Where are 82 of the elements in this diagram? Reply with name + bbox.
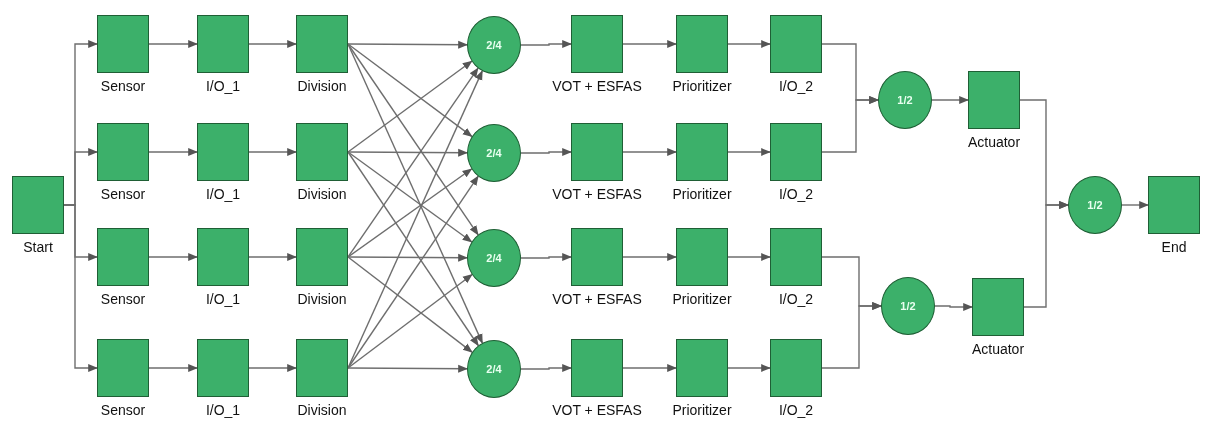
vote-label: 1/2 xyxy=(900,300,916,312)
arrow xyxy=(347,151,473,243)
vote-circle xyxy=(878,71,932,129)
box-label: Actuator xyxy=(967,134,1021,150)
box-label: Division xyxy=(297,186,347,202)
arrow xyxy=(347,40,468,49)
box-label: I/O_1 xyxy=(205,291,241,307)
arrow xyxy=(347,148,468,157)
arrow xyxy=(622,40,677,48)
arrow xyxy=(148,40,198,48)
vote-circle xyxy=(467,16,521,74)
box-label: I/O_2 xyxy=(778,186,814,202)
vote-circle xyxy=(1068,176,1122,234)
box-label: Division xyxy=(297,291,347,307)
box-label: Sensor xyxy=(100,402,146,418)
arrow xyxy=(248,148,297,156)
arrow xyxy=(347,151,479,347)
arrow xyxy=(727,40,771,48)
box-label: Start xyxy=(23,239,53,255)
arrow xyxy=(520,253,572,261)
vote-circle xyxy=(467,124,521,182)
arrow xyxy=(934,303,973,311)
arrow xyxy=(347,274,473,369)
arrow xyxy=(347,364,468,373)
box-label: I/O_1 xyxy=(205,78,241,94)
box-label: I/O_2 xyxy=(778,402,814,418)
box-label: Sensor xyxy=(100,291,146,307)
arrow xyxy=(622,253,677,261)
arrow xyxy=(622,364,677,372)
box-label: VOT + ESFAS xyxy=(552,78,642,94)
vote-label: 2/4 xyxy=(486,252,502,264)
box-label: VOT + ESFAS xyxy=(552,402,642,418)
arrow xyxy=(347,253,468,262)
box-label: Division xyxy=(297,78,347,94)
box-label: I/O_2 xyxy=(778,78,814,94)
box-label: Division xyxy=(297,402,347,418)
arrow xyxy=(821,96,879,153)
box-label: Sensor xyxy=(100,186,146,202)
box-label: Actuator xyxy=(971,341,1025,357)
arrow xyxy=(520,148,572,156)
vote-label: 1/2 xyxy=(897,94,913,106)
arrow xyxy=(148,148,198,156)
arrow xyxy=(347,43,473,138)
vote-circle xyxy=(467,340,521,398)
arrow xyxy=(622,148,677,156)
vote-label: 1/2 xyxy=(1087,199,1103,211)
vote-label: 2/4 xyxy=(486,39,502,51)
box-label: Prioritizer xyxy=(672,291,732,307)
arrow xyxy=(727,148,771,156)
box-label: Sensor xyxy=(100,78,146,94)
box-label: I/O_2 xyxy=(778,291,814,307)
arrow xyxy=(248,364,297,372)
arrow xyxy=(347,175,479,369)
box-label: End xyxy=(1161,239,1187,255)
box-label: VOT + ESFAS xyxy=(552,291,642,307)
arrow xyxy=(248,253,297,261)
arrow xyxy=(727,253,771,261)
arrow xyxy=(347,67,479,258)
arrow xyxy=(347,256,473,353)
arrow xyxy=(1023,201,1069,308)
box-label: Prioritizer xyxy=(672,186,732,202)
arrow xyxy=(520,364,572,372)
vote-circle xyxy=(467,229,521,287)
arrow xyxy=(347,43,479,236)
arrow xyxy=(148,253,198,261)
arrow xyxy=(821,302,882,369)
box-label: Prioritizer xyxy=(672,402,732,418)
arrow xyxy=(1121,201,1149,209)
arrow xyxy=(520,40,572,48)
vote-label: 2/4 xyxy=(486,363,502,375)
vote-label: 2/4 xyxy=(486,147,502,159)
arrow xyxy=(727,364,771,372)
arrow xyxy=(931,96,969,104)
box-label: I/O_1 xyxy=(205,402,241,418)
arrow xyxy=(248,40,297,48)
arrow xyxy=(148,364,198,372)
box-label: VOT + ESFAS xyxy=(552,186,642,202)
arrow xyxy=(347,168,473,258)
arrow xyxy=(347,60,473,153)
box-label: I/O_1 xyxy=(205,186,241,202)
vote-circle xyxy=(881,277,935,335)
box-label: Prioritizer xyxy=(672,78,732,94)
